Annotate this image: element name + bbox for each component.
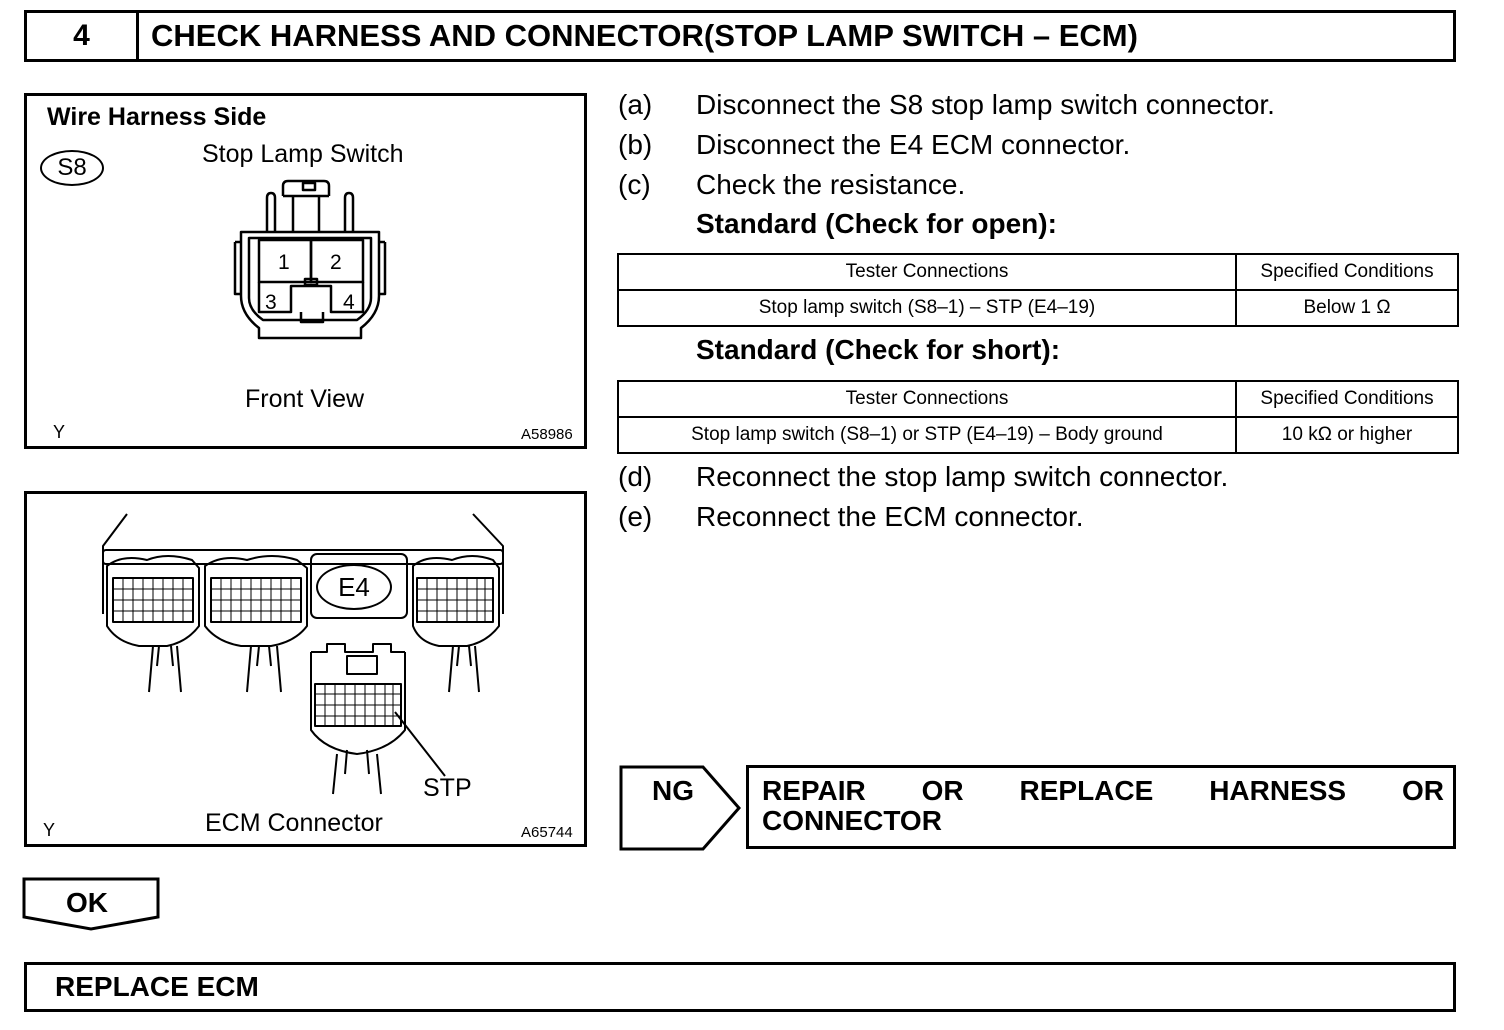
pin-3: 3 [265,291,277,314]
pin-4: 4 [343,291,355,314]
ng-action-box [746,765,1456,849]
table-cell: Stop lamp switch (S8–1) – STP (E4–19) [617,289,1237,327]
ng-word: REPAIR [762,775,866,806]
fig1-ref: A58986 [521,426,573,443]
table-cell: Below 1 Ω [1235,289,1459,327]
ng-word: OR [1402,775,1444,806]
ng-action-line2: CONNECTOR [762,805,942,836]
step-title: CHECK HARNESS AND CONNECTOR(STOP LAMP SW… [136,10,1456,62]
fig2-pointer-label: STP [423,774,472,802]
table-header-cell: Tester Connections [617,380,1237,418]
standard-short-table: Tester Connections Specified Conditions … [617,380,1459,454]
table-header-cell: Tester Connections [617,253,1237,291]
fig2-ref: A65744 [521,824,573,841]
table-header-row: Tester Connections Specified Conditions [617,380,1459,418]
step-b-label: (b) [618,129,653,160]
figure-ecm-connector: E4 STP ECM Connector Y A65744 [24,491,587,847]
ng-word: OR [921,775,964,806]
step-b-text: Disconnect the E4 ECM connector. [696,129,1131,160]
ng-action-line1: REPAIR OR REPLACE HARNESS OR [762,775,1444,807]
fig1-heading: Wire Harness Side [47,103,267,131]
fig1-badge: S8 [40,150,104,186]
table-cell: 10 kΩ or higher [1235,416,1459,454]
step-c-label: (c) [618,169,651,200]
pin-2: 2 [330,251,342,274]
step-e-text: Reconnect the ECM connector. [696,501,1084,532]
fig2-corner-mark: Y [43,820,56,840]
ng-arrow-icon [619,765,741,851]
standard-open-table: Tester Connections Specified Conditions … [617,253,1459,327]
step-d-text: Reconnect the stop lamp switch connector… [696,461,1229,492]
step-d-label: (d) [618,461,653,492]
standard-open-title: Standard (Check for open): [696,208,1057,239]
ng-label: NG [652,775,694,806]
result-text: REPLACE ECM [55,971,259,1002]
table-header-row: Tester Connections Specified Conditions [617,253,1459,291]
step-number: 4 [24,10,139,62]
ng-word: REPLACE [1019,775,1154,806]
connector-front-view-icon [233,179,387,340]
standard-short-title: Standard (Check for short): [696,334,1061,365]
figure-stop-lamp-switch: Wire Harness Side S8 Stop Lamp Switch 1 … [24,93,587,449]
result-box: REPLACE ECM [24,962,1456,1012]
table-cell: Stop lamp switch (S8–1) or STP (E4–19) –… [617,416,1237,454]
step-c-text: Check the resistance. [696,169,966,200]
ecm-connector-illustration-icon [102,513,504,795]
ok-label: OK [66,887,108,918]
fig1-title: Stop Lamp Switch [202,140,404,168]
step-a-label: (a) [618,89,653,120]
step-a-text: Disconnect the S8 stop lamp switch conne… [696,89,1275,120]
ng-word: HARNESS [1209,775,1347,806]
table-header-cell: Specified Conditions [1235,253,1459,291]
fig2-caption: ECM Connector [205,809,383,837]
step-e-label: (e) [618,501,653,532]
ok-arrow-icon [22,877,160,931]
table-row: Stop lamp switch (S8–1) or STP (E4–19) –… [617,416,1459,454]
table-header-cell: Specified Conditions [1235,380,1459,418]
pin-1: 1 [278,251,290,274]
fig1-corner-mark: Y [53,422,66,442]
fig1-caption: Front View [245,385,365,413]
table-row: Stop lamp switch (S8–1) – STP (E4–19) Be… [617,289,1459,327]
fig2-badge: E4 [316,564,392,610]
